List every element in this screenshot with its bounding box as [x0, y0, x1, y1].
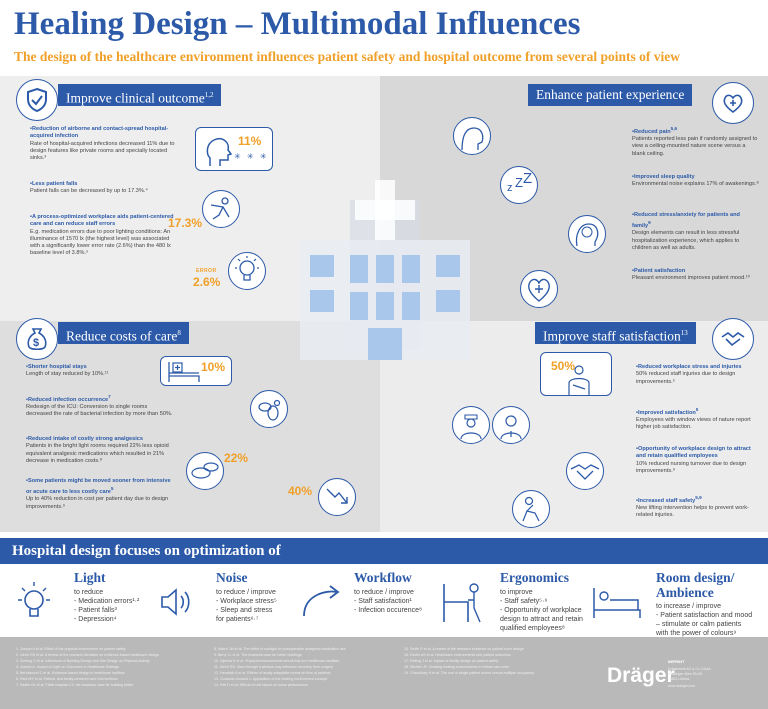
- stat-injuries: 50%: [551, 359, 576, 373]
- heart-plus-icon: [520, 270, 558, 308]
- imprint-line: Drägerwerk AG & Co. KGaA: [668, 667, 711, 671]
- page-title: Healing Design – Multimodal Influences: [14, 6, 581, 42]
- footnotes-col-1: 1. Joseph A et al. Effect of the physica…: [16, 647, 160, 687]
- germs-icon: ✳ ✳ ✳: [234, 152, 269, 161]
- light-bulb-icon: [228, 252, 266, 290]
- stat-infection: 11%: [238, 134, 262, 148]
- patient-bed-icon: [593, 588, 641, 618]
- heart-plus-icon: [712, 82, 754, 124]
- doctor-icon: [492, 406, 530, 444]
- list-item: Increased staff safety5,9 New lifting in…: [636, 494, 762, 520]
- list-item: Reduced intake of costly strong analgesi…: [26, 436, 174, 465]
- desk-worker-icon: [443, 583, 481, 623]
- patient-head-icon: [453, 117, 491, 155]
- imprint-line: www.draeger.com: [668, 684, 695, 688]
- hospital-bed-box: 10%: [160, 356, 232, 386]
- list-item: Reduced workplace stress and injuries 50…: [636, 364, 762, 386]
- svg-text:$: $: [33, 337, 39, 349]
- page-subtitle: The design of the healthcare environment…: [14, 49, 680, 64]
- light-bulb-icon: [18, 582, 50, 617]
- pills-icon: [186, 452, 224, 490]
- section-title-costs: Reduce costs of care8: [58, 322, 189, 344]
- section-title-clinical: Improve clinical outcome1,2: [58, 84, 222, 106]
- handshake-icon: [566, 452, 604, 490]
- hospital-bed-icon: [168, 362, 200, 382]
- svg-text:Z: Z: [523, 170, 532, 187]
- money-bag-icon: $: [16, 318, 58, 360]
- cost-reduction-icon: [318, 478, 356, 516]
- list-item: Some patients might be moved sooner from…: [26, 478, 174, 511]
- focus-title: Hospital design focuses on optimization …: [0, 538, 768, 564]
- hospital-building-icon: [300, 180, 470, 360]
- list-item: Patient satisfaction Pleasant environmen…: [632, 268, 760, 283]
- stat-cost: 40%: [288, 484, 313, 498]
- list-item: Improved sleep quality Environmental noi…: [632, 174, 760, 189]
- speaker-icon: [161, 588, 190, 616]
- injured-arm-icon: [568, 365, 590, 395]
- bacteria-icon: [250, 390, 288, 428]
- person-sneeze-icon: [206, 138, 233, 166]
- svg-text:z: z: [507, 182, 513, 194]
- stat-error-label: ERROR: [196, 268, 217, 274]
- focus-room-design: Room design/ Ambience to increase / impr…: [656, 570, 753, 637]
- focus-workflow: Workflow to reduce / improve - Staff sat…: [354, 570, 422, 614]
- imprint-line: Moislinger Allee 53–55: [668, 672, 703, 676]
- staff-handshake-icon: [712, 318, 754, 360]
- stat-falls: 17.3%: [168, 216, 203, 230]
- focus-ergonomics: Ergonomics to improve - Staff safety⁵·⁹ …: [500, 570, 583, 632]
- section-title-experience: Enhance patient experience: [528, 84, 693, 106]
- shield-check-icon: [16, 79, 58, 121]
- footnotes-col-2: 8. Walch JM et al. The effect of sunligh…: [214, 647, 346, 687]
- imprint-line: 23542 Lübeck: [668, 677, 690, 681]
- list-item: Opportunity of workplace design to attra…: [636, 446, 762, 475]
- imprint-title: IMPRINT: [668, 659, 685, 664]
- drager-logo: Dräger: [607, 664, 675, 687]
- footer: [0, 637, 768, 709]
- patient-fall-icon: [202, 190, 240, 228]
- nurse-icon: [452, 406, 490, 444]
- stat-error: 2.6%: [193, 275, 221, 289]
- section-title-staff: Improve staff satisfaction13: [535, 322, 696, 344]
- brain-stress-icon: [568, 215, 606, 253]
- workflow-arrow-icon: [303, 585, 340, 617]
- stat-stay: 10%: [201, 360, 226, 374]
- focus-light: Light to reduce - Medication errors¹·² -…: [74, 570, 140, 623]
- list-item: Reduction of airborne and contact-spread…: [30, 126, 180, 162]
- focus-noise: Noise to reduce / improve - Workplace st…: [216, 570, 277, 623]
- staff-injuries-box: 50%: [540, 352, 612, 396]
- svg-text:Z: Z: [515, 175, 523, 190]
- list-item: Less patient falls Patient falls can be …: [30, 181, 180, 196]
- stat-analgesics: 22%: [224, 451, 249, 465]
- sneeze-infection-illustration: 11% ✳ ✳ ✳: [195, 127, 273, 171]
- list-item: A process-optimized workplace aids patie…: [30, 214, 180, 258]
- list-item: Reduced pain5,6 Patients reported less p…: [632, 125, 760, 158]
- list-item: Reduced infection occurrence7 Redesign o…: [26, 393, 174, 419]
- footnotes-col-3: 15. Smith R et al. A review of the resea…: [404, 647, 535, 675]
- safety-lift-icon: [512, 490, 550, 528]
- list-item: Shorter hospital stays Length of stay re…: [26, 364, 174, 379]
- list-item: Reduced stress/anxiety for patients and …: [632, 212, 760, 252]
- list-item: Improved satisfaction5 Employees with wi…: [636, 406, 762, 432]
